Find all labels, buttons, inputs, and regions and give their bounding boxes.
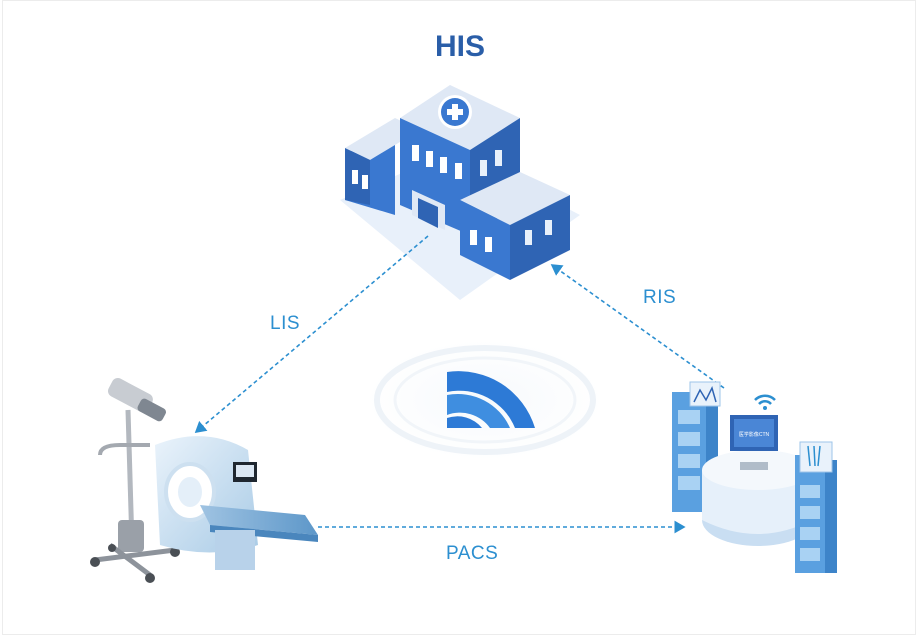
workstation-screen-text: 医学影像CTN [739, 431, 770, 438]
radiology-workstation-icon: 医学影像CTN [672, 381, 837, 573]
ris-link-arrow [550, 264, 725, 389]
wifi-hub-icon [367, 340, 603, 460]
ris-label: RIS [643, 287, 677, 308]
lis-link-arrow [194, 235, 429, 434]
pacs-label: PACS [446, 543, 499, 564]
his-title: HIS [434, 30, 485, 63]
ct-scanner-icon [90, 377, 318, 583]
lis-label: LIS [270, 313, 301, 334]
hospital-building-icon [340, 85, 580, 300]
